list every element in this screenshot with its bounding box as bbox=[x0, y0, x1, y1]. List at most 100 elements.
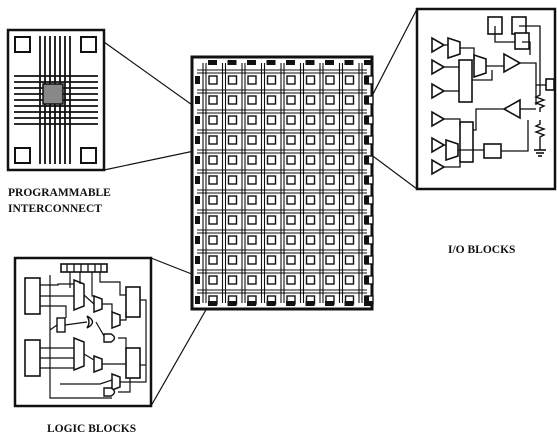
die-logic-cell bbox=[268, 136, 276, 144]
die-io-pad bbox=[208, 60, 217, 65]
die-logic-cell bbox=[209, 116, 217, 124]
die-logic-cell bbox=[248, 136, 256, 144]
die-io-pad bbox=[364, 256, 369, 264]
die-logic-cell bbox=[287, 196, 295, 204]
die-logic-cell bbox=[326, 176, 334, 184]
die-logic-cell bbox=[326, 96, 334, 104]
die-logic-cell bbox=[248, 256, 256, 264]
die-io-pad bbox=[325, 301, 334, 306]
die-logic-cell bbox=[229, 236, 237, 244]
die-logic-cell bbox=[248, 196, 256, 204]
die-io-pad bbox=[228, 301, 237, 306]
die-logic-cell bbox=[287, 116, 295, 124]
die-logic-cell bbox=[268, 76, 276, 84]
die-io-pad bbox=[195, 276, 200, 284]
die-logic-cell bbox=[287, 156, 295, 164]
logic-block-square bbox=[15, 148, 30, 163]
die-io-pad bbox=[195, 96, 200, 104]
die-logic-cell bbox=[326, 136, 334, 144]
die-logic-cell bbox=[287, 96, 295, 104]
die-logic-cell bbox=[287, 216, 295, 224]
die-io-pad bbox=[325, 60, 334, 65]
fpga-die bbox=[192, 57, 373, 309]
die-logic-cell bbox=[287, 276, 295, 284]
die-logic-cell bbox=[346, 216, 354, 224]
die-io-pad bbox=[195, 236, 200, 244]
die-logic-cell bbox=[326, 116, 334, 124]
die-logic-cell bbox=[268, 216, 276, 224]
die-logic-cell bbox=[346, 156, 354, 164]
die-logic-cell bbox=[248, 96, 256, 104]
die-logic-cell bbox=[268, 156, 276, 164]
die-logic-cell bbox=[209, 176, 217, 184]
die-logic-cell bbox=[229, 136, 237, 144]
die-io-pad bbox=[195, 256, 200, 264]
die-logic-cell bbox=[229, 276, 237, 284]
die-logic-cell bbox=[346, 136, 354, 144]
die-io-pad bbox=[247, 60, 256, 65]
die-logic-cell bbox=[229, 156, 237, 164]
die-logic-cell bbox=[307, 96, 315, 104]
die-logic-cell bbox=[346, 256, 354, 264]
programmable-interconnect-label-line1: PROGRAMMABLE bbox=[8, 187, 111, 199]
die-logic-cell bbox=[326, 156, 334, 164]
die-logic-cell bbox=[209, 76, 217, 84]
die-logic-cell bbox=[268, 276, 276, 284]
die-logic-cell bbox=[209, 156, 217, 164]
die-logic-cell bbox=[287, 176, 295, 184]
die-io-pad bbox=[364, 60, 373, 65]
die-logic-cell bbox=[346, 196, 354, 204]
die-logic-cell bbox=[268, 116, 276, 124]
die-logic-cell bbox=[326, 276, 334, 284]
die-io-pad bbox=[345, 301, 354, 306]
die-logic-cell bbox=[307, 256, 315, 264]
die-io-pad bbox=[364, 236, 369, 244]
die-io-pad bbox=[267, 301, 276, 306]
die-logic-cell bbox=[326, 216, 334, 224]
die-logic-cell bbox=[307, 156, 315, 164]
die-io-pad bbox=[345, 60, 354, 65]
die-logic-cell bbox=[248, 236, 256, 244]
die-io-pad bbox=[195, 136, 200, 144]
die-io-pad bbox=[195, 296, 200, 304]
die-io-pad bbox=[195, 156, 200, 164]
logic-block-square bbox=[81, 37, 96, 52]
logic-block-square bbox=[81, 148, 96, 163]
die-logic-cell bbox=[346, 76, 354, 84]
die-io-pad bbox=[286, 301, 295, 306]
die-io-pad bbox=[306, 301, 315, 306]
die-logic-cell bbox=[346, 176, 354, 184]
die-io-pad bbox=[195, 196, 200, 204]
die-logic-cell bbox=[287, 256, 295, 264]
die-logic-cell bbox=[268, 236, 276, 244]
die-io-pad bbox=[195, 116, 200, 124]
die-logic-cell bbox=[229, 96, 237, 104]
die-logic-cell bbox=[248, 156, 256, 164]
logic-block-square bbox=[15, 37, 30, 52]
die-logic-cell bbox=[326, 236, 334, 244]
die-logic-cell bbox=[229, 76, 237, 84]
die-logic-cell bbox=[307, 136, 315, 144]
lut-box bbox=[25, 278, 40, 314]
die-logic-cell bbox=[287, 236, 295, 244]
die-io-pad bbox=[247, 301, 256, 306]
die-logic-cell bbox=[229, 196, 237, 204]
die-io-pad bbox=[364, 96, 369, 104]
die-logic-cell bbox=[307, 276, 315, 284]
die-io-pad bbox=[306, 60, 315, 65]
die-io-pad bbox=[195, 176, 200, 184]
die-logic-cell bbox=[209, 196, 217, 204]
die-logic-cell bbox=[229, 116, 237, 124]
logic-blocks-inset bbox=[15, 258, 151, 406]
die-logic-cell bbox=[307, 196, 315, 204]
io-pad bbox=[546, 79, 554, 90]
die-logic-cell bbox=[307, 216, 315, 224]
die-logic-cell bbox=[326, 196, 334, 204]
die-io-pad bbox=[364, 216, 369, 224]
die-logic-cell bbox=[209, 276, 217, 284]
die-io-pad bbox=[364, 276, 369, 284]
die-logic-cell bbox=[248, 116, 256, 124]
die-logic-cell bbox=[229, 216, 237, 224]
die-logic-cell bbox=[287, 136, 295, 144]
